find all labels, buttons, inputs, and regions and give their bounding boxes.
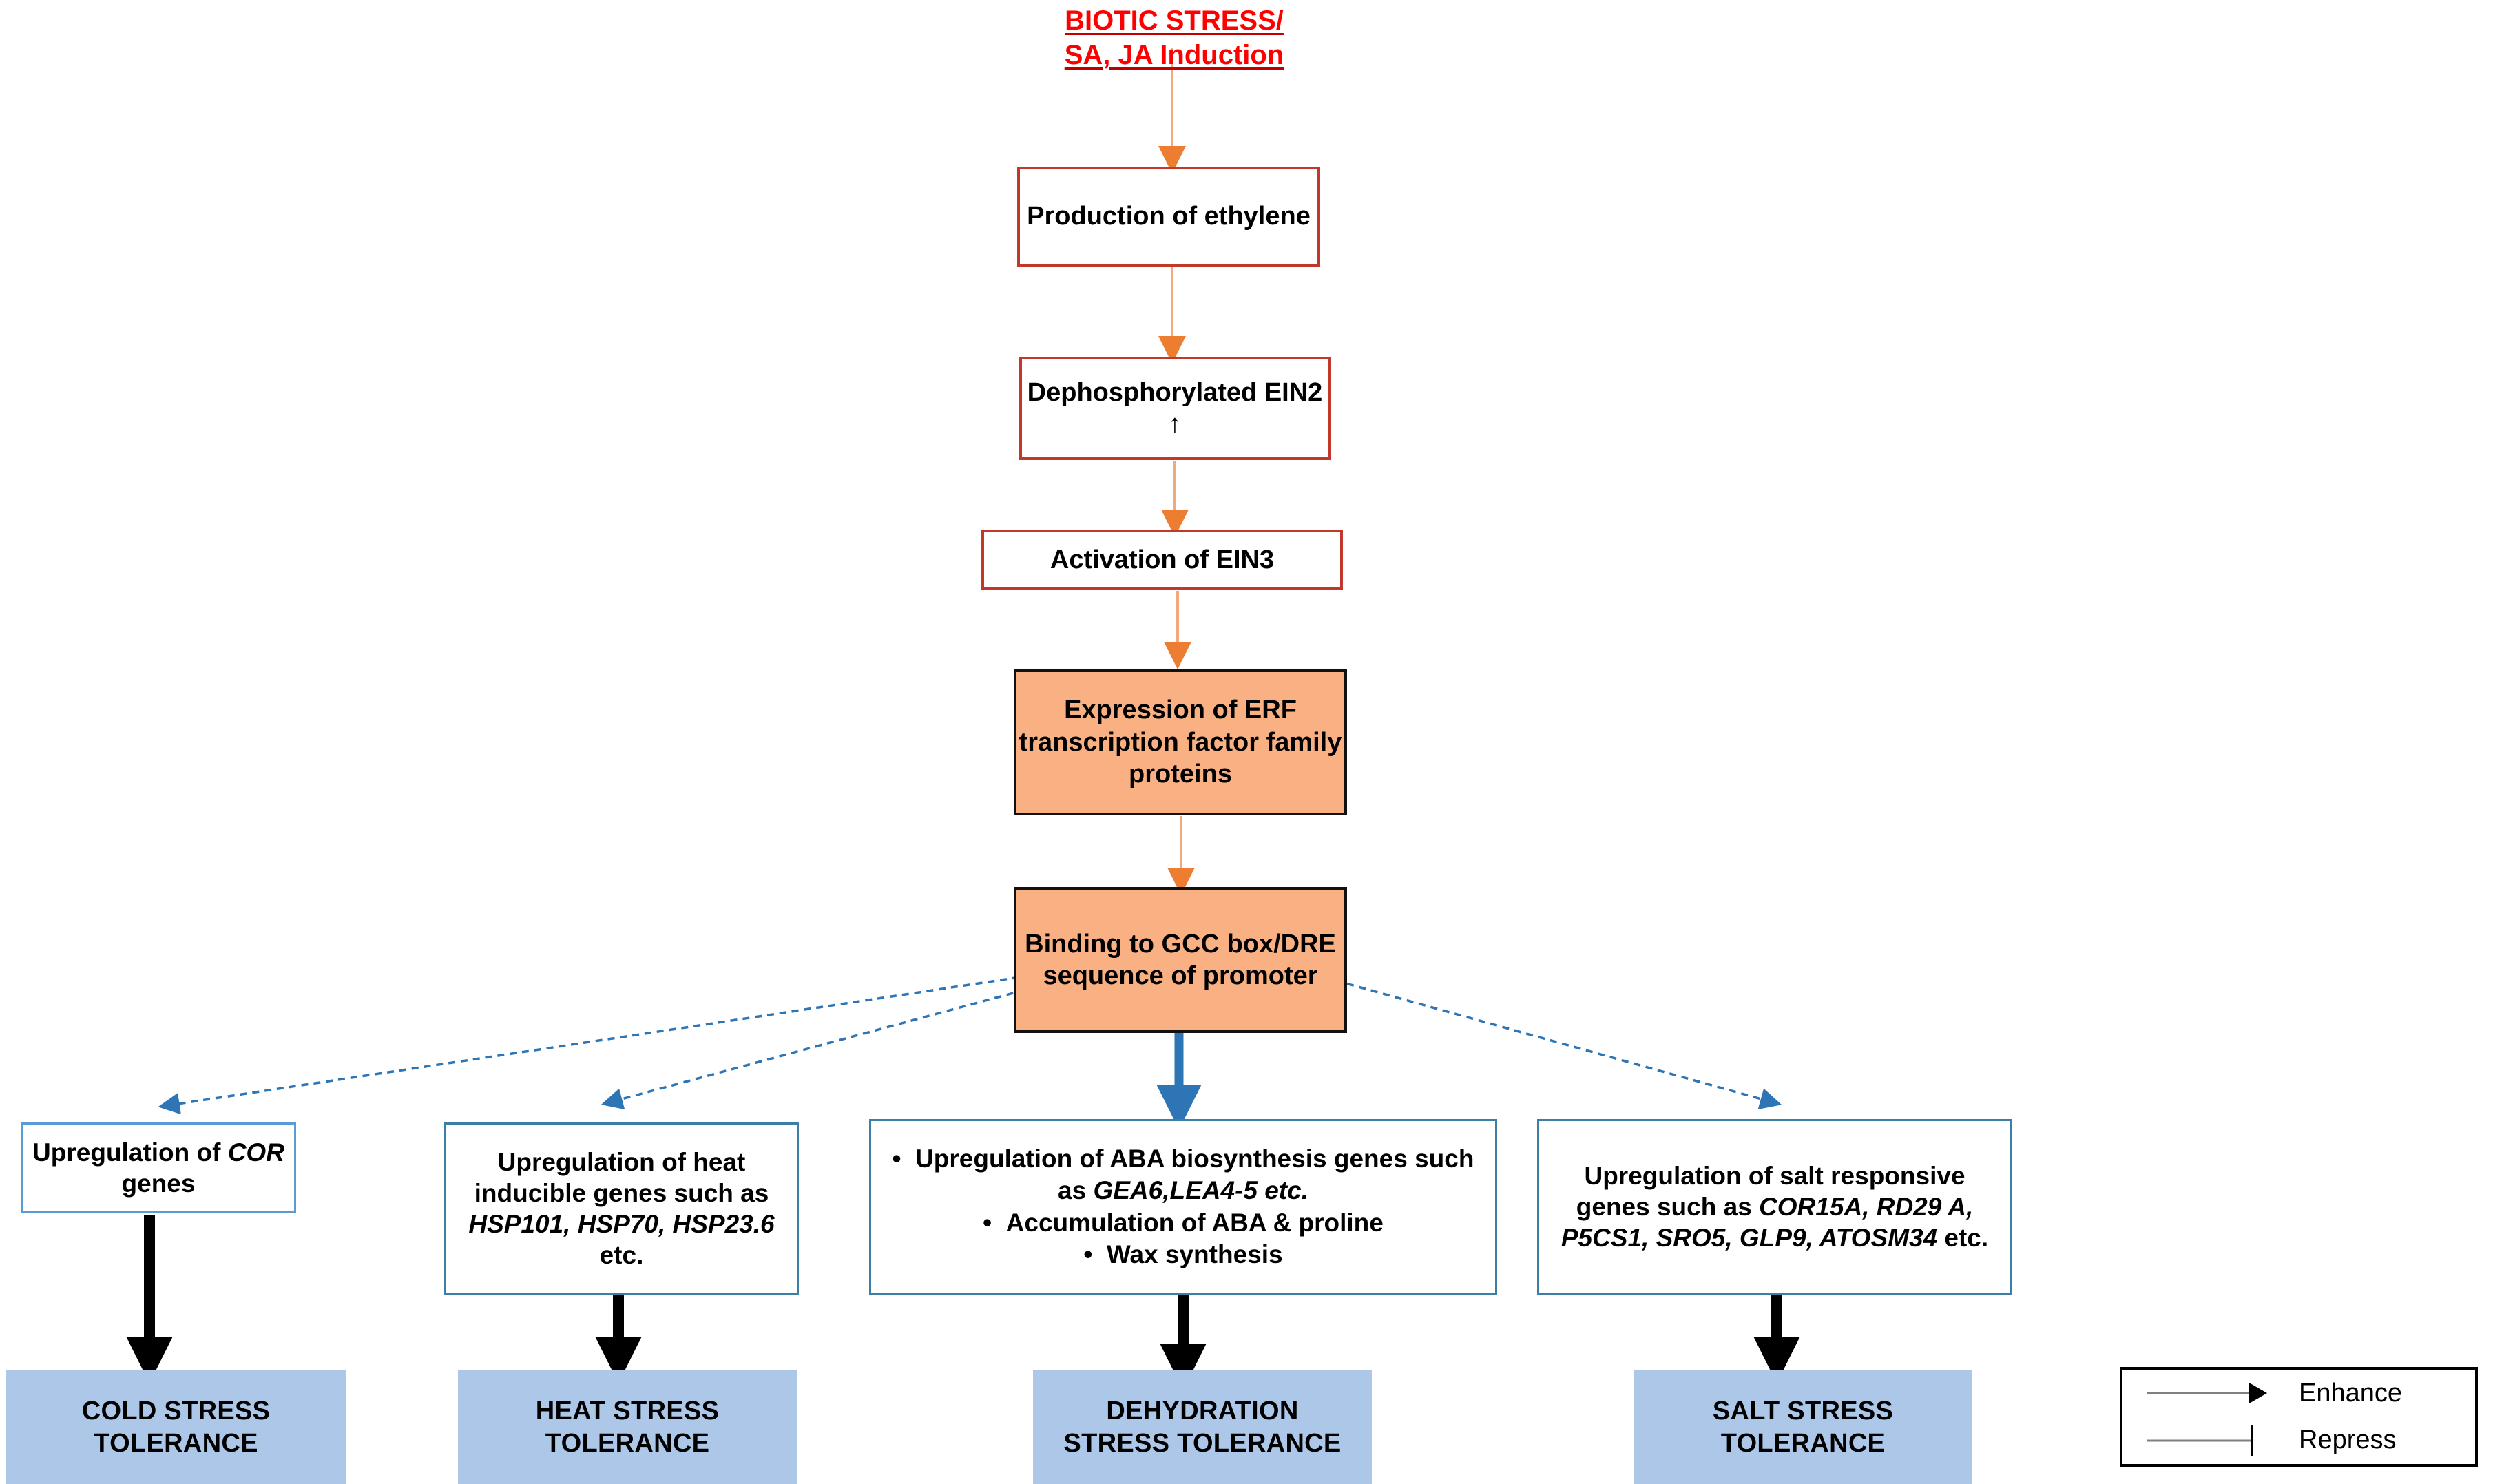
node-salt-responsive-genes[interactable]: Upregulation of salt responsive genes su… [1537,1119,2012,1295]
bullet-list: Upregulation of ABA biosynthesis genes s… [881,1143,1485,1271]
node-aba-biosynthesis-genes[interactable]: Upregulation of ABA biosynthesis genes s… [869,1119,1497,1295]
gene-names: COR15A, RD29 A, P5CS1, SRO5, GLP9, ATOSM… [1561,1192,1974,1253]
title-line-2: SA, JA Induction [1064,40,1284,70]
node-label: Binding to GCC box/DRE sequence of promo… [1025,929,1336,990]
node-label: Dephosphorylated EIN2 ↑ [1027,377,1323,439]
node-label: Production of ethylene [1027,202,1311,231]
list-item: Upregulation of ABA biosynthesis genes s… [881,1143,1485,1207]
node-cor-genes[interactable]: Upregulation of COR genes [21,1122,296,1213]
node-label: Upregulation of COR genes [32,1138,284,1198]
gene-names: HSP101, HSP70, HSP23.6 [468,1210,775,1238]
legend-row-enhance: Enhance [2122,1370,2475,1417]
gene-names: GEA6,LEA4-5 etc. [1093,1176,1308,1205]
enhance-arrow-icon [2147,1377,2278,1409]
node-label: Activation of EIN3 [1050,545,1275,574]
diagram-title: BIOTIC STRESS/ SA, JA Induction [1005,3,1343,72]
repress-tbar-icon [2147,1425,2278,1456]
legend-label-repress: Repress [2299,1425,2397,1455]
list-item: Wax synthesis [881,1239,1485,1271]
node-label: Upregulation of salt responsive genes su… [1561,1161,1989,1253]
node-production-of-ethylene[interactable]: Production of ethylene [1017,167,1320,267]
node-label: Upregulation of heat inducible genes suc… [468,1147,775,1270]
title-line-1: BIOTIC STRESS/ [1065,6,1284,36]
legend-box: Enhance Repress [2120,1367,2478,1467]
list-item: Accumulation of ABA & proline [881,1207,1485,1239]
legend-label-enhance: Enhance [2299,1378,2403,1408]
node-binding-gcc-dre[interactable]: Binding to GCC box/DRE sequence of promo… [1014,887,1347,1033]
legend-row-repress: Repress [2122,1417,2475,1465]
node-activation-of-ein3[interactable]: Activation of EIN3 [981,530,1343,590]
edge-binding-to-cor [158,959,1130,1115]
node-dephosphorylated-ein2[interactable]: Dephosphorylated EIN2 ↑ [1019,357,1331,460]
gene-names: COR [227,1138,284,1167]
node-erf-expression[interactable]: Expression of ERF transcription factor f… [1014,669,1347,815]
node-label: Expression of ERF transcription factor f… [1019,696,1342,789]
node-heat-inducible-genes[interactable]: Upregulation of heat inducible genes suc… [444,1122,799,1295]
